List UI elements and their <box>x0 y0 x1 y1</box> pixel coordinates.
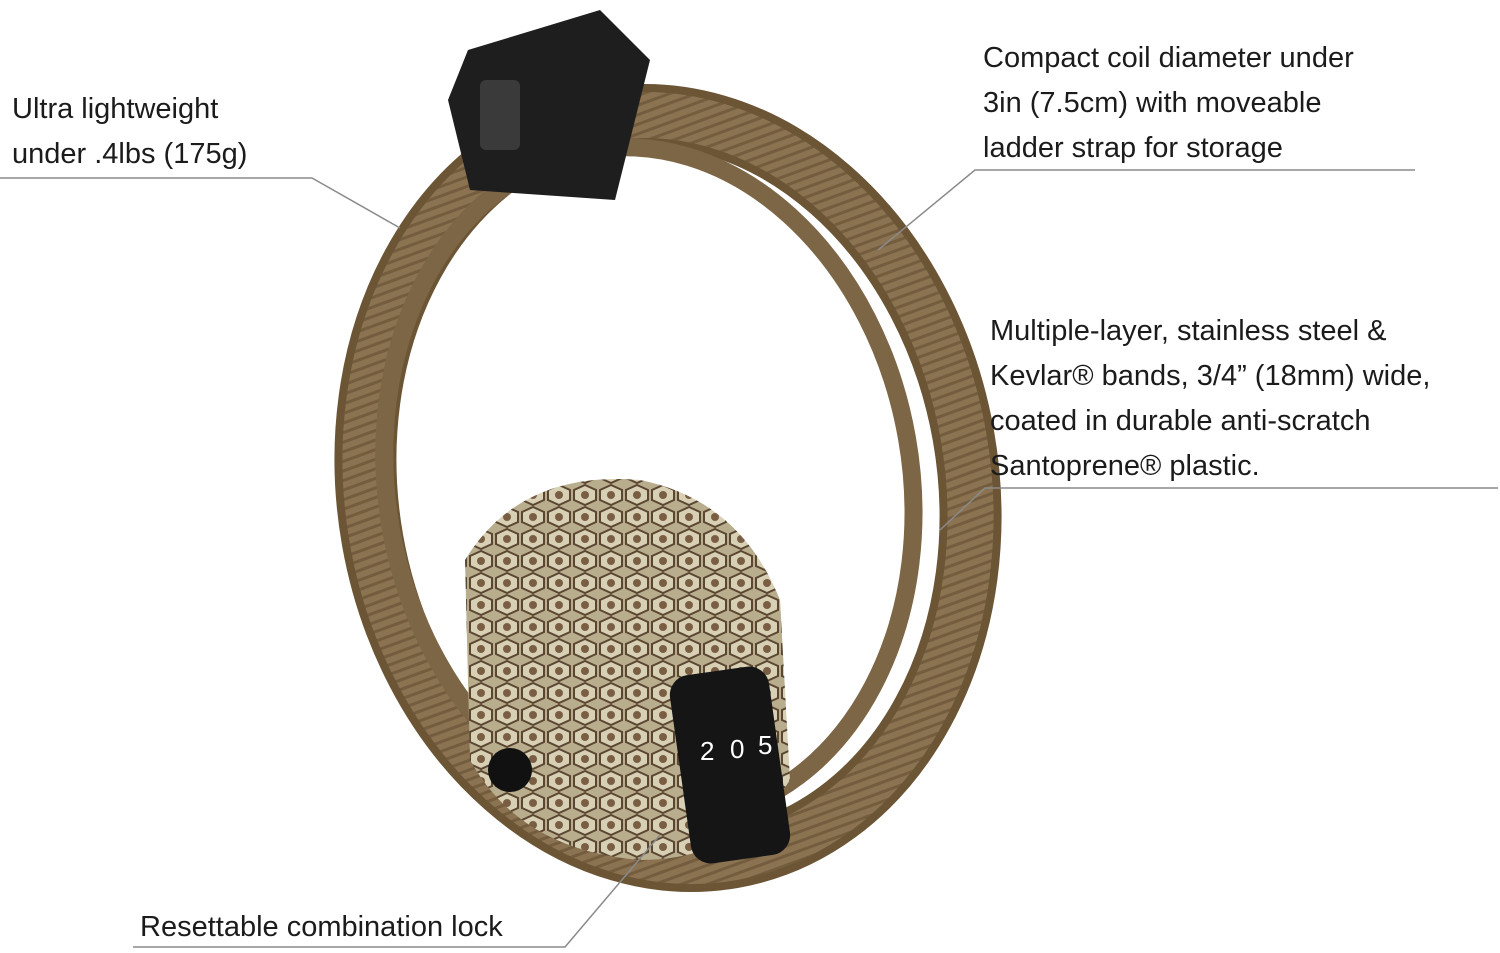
callout-line: Ultra lightweight <box>12 93 219 125</box>
callout-bands: Multiple-layer, stainless steel & Kevlar… <box>990 309 1430 489</box>
callout-lock: Resettable combination lock <box>140 905 503 950</box>
callout-line: ladder strap for storage <box>983 132 1283 164</box>
leader-lines <box>0 169 1498 948</box>
callout-line: Resettable combination lock <box>140 911 503 943</box>
callout-line: coated in durable anti-scratch <box>990 405 1371 437</box>
callout-line: under .4lbs (175g) <box>12 138 248 170</box>
callout-line: Multiple-layer, stainless steel & <box>990 315 1387 347</box>
combination-lock <box>465 479 791 864</box>
leader-line-coil <box>877 169 1415 251</box>
callout-line: Kevlar® bands, 3/4” (18mm) wide, <box>990 360 1431 392</box>
lock-dial-1[interactable]: 2 <box>700 736 714 766</box>
ladder-strap-clip <box>448 10 650 200</box>
lock-dial-3[interactable]: 5 <box>758 730 772 760</box>
callout-line: Santoprene® plastic. <box>990 450 1260 482</box>
callout-line: 3in (7.5cm) with moveable <box>983 87 1322 119</box>
leader-line-weight <box>0 177 401 229</box>
leader-line-bands <box>939 487 1498 531</box>
lock-dial-2[interactable]: 0 <box>730 734 744 764</box>
leader-line-lock <box>133 834 661 948</box>
callout-line: Compact coil diameter under <box>983 42 1354 74</box>
callout-coil: Compact coil diameter under 3in (7.5cm) … <box>983 36 1354 171</box>
callout-weight: Ultra lightweight under .4lbs (175g) <box>12 87 247 177</box>
